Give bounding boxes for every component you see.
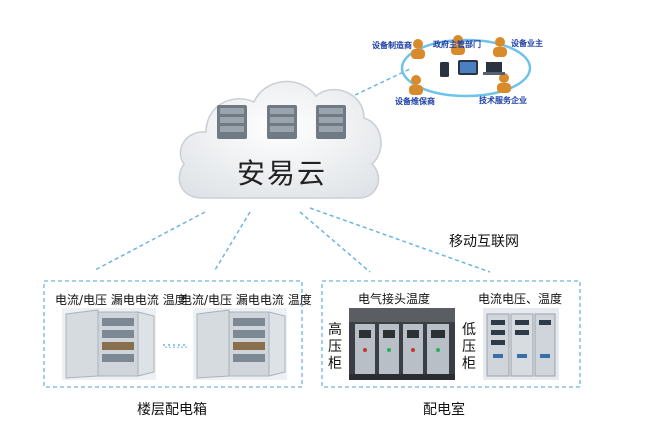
cabinet-ellipsis: ……: [164, 337, 188, 351]
cabinet2-label-leakage: 漏电电流: [235, 293, 284, 307]
stakeholder-owner: 设备业主: [511, 39, 543, 48]
person-icon: [409, 75, 423, 95]
phone-icon: [440, 62, 449, 77]
cloud-title: 安易云: [237, 157, 328, 190]
low-voltage-label: 电流电压、温度: [478, 292, 563, 306]
cabinet1-label-leakage: 漏电电流: [110, 293, 159, 307]
server-group: [217, 105, 346, 139]
cabinet2-labels: 电流/电压 漏电电流 温度: [180, 291, 312, 308]
link-line-1: [94, 211, 206, 271]
high-voltage-cabinet-photo: [349, 308, 455, 380]
laptop-icon: [486, 62, 502, 72]
room-caption: 配电室: [423, 402, 465, 418]
tablet-screen: [460, 62, 476, 73]
distribution-cabinet-2: [193, 308, 287, 380]
server-icon: [316, 105, 346, 139]
cabinet1-label-temperature: 温度: [162, 293, 187, 307]
cabinet2-label-current-voltage: 电流/电压: [180, 293, 233, 307]
stakeholder-tech-service: 技术服务企业: [479, 96, 527, 105]
person-icon: [497, 73, 511, 93]
server-icon: [217, 105, 247, 139]
stakeholder-manufacturer: 设备制造商: [372, 41, 412, 50]
server-icon: [267, 105, 297, 139]
high-voltage-cabinet-label: 高压柜: [328, 322, 342, 372]
stakeholder-ring: [400, 35, 532, 98]
room-box-frame: [321, 280, 581, 388]
cabinet1-labels: 电流/电压 漏电电流 温度: [55, 291, 187, 308]
stakeholder-maintenance: 设备维保商: [395, 97, 435, 106]
high-voltage-label: 电气接头温度: [358, 292, 431, 306]
person-icon: [451, 35, 465, 55]
person-icon: [411, 39, 425, 59]
link-line-2: [214, 211, 251, 271]
link-line-3: [299, 211, 371, 273]
floor-box-frame: [43, 280, 303, 388]
link-line-4: [309, 207, 491, 273]
cabinet2-label-temperature: 温度: [287, 293, 312, 307]
low-voltage-cabinet-photo: [483, 308, 559, 380]
distribution-cabinet-1: [62, 308, 156, 380]
network-label: 移动互联网: [449, 234, 519, 250]
low-voltage-cabinet-label: 低压柜: [462, 322, 476, 372]
floor-box-caption: 楼层配电箱: [137, 402, 207, 418]
stakeholder-government: 政府主管部门: [433, 40, 481, 49]
cabinet1-label-current-voltage: 电流/电压: [55, 293, 108, 307]
person-icon: [493, 37, 507, 57]
